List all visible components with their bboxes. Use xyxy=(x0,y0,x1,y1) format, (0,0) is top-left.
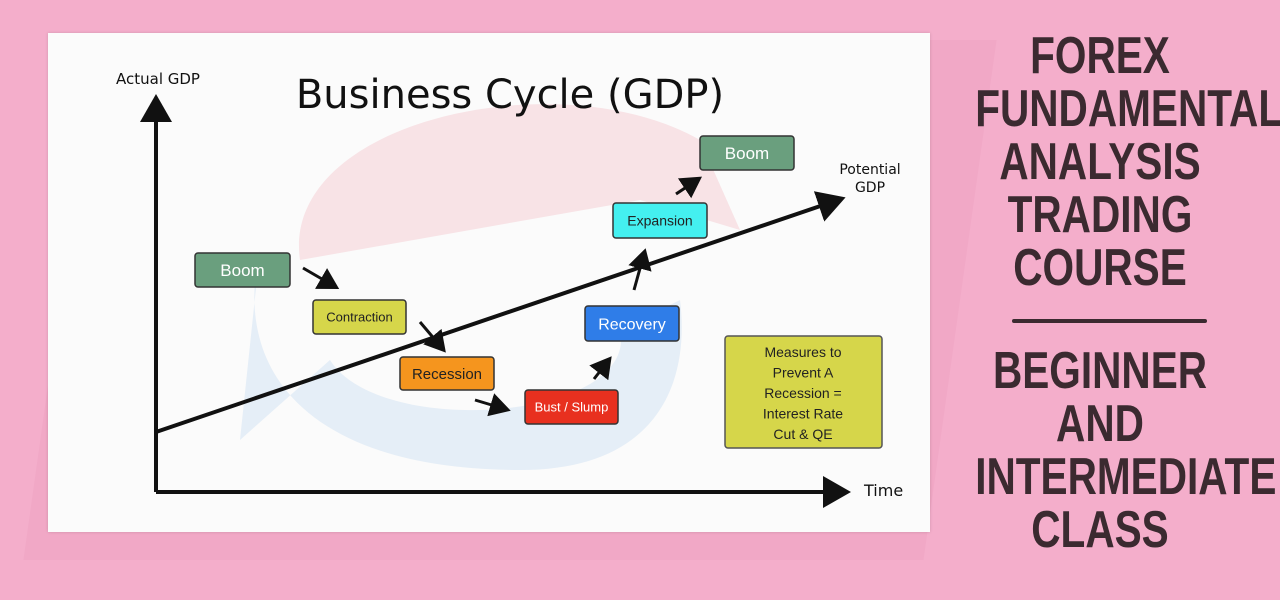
y-axis-label: Actual GDP xyxy=(116,70,200,88)
stage-box-bust-slump: Bust / Slump xyxy=(524,389,619,425)
flow-arrow xyxy=(589,356,612,381)
course-title-line: COURSE xyxy=(1013,239,1187,297)
stage-box-recession: Recession xyxy=(399,356,495,391)
flow-arrow xyxy=(418,321,446,353)
stage-label: Boom xyxy=(220,261,264,280)
stage-label: Contraction xyxy=(326,310,392,325)
flow-arrow xyxy=(474,393,511,417)
title-divider xyxy=(1012,319,1207,323)
stage-label: Recovery xyxy=(598,316,666,333)
course-subtitle-line: BEGINNER xyxy=(992,342,1208,400)
note-line: Cut & QE xyxy=(773,426,832,442)
flow-arrows xyxy=(302,176,702,417)
stage-label: Expansion xyxy=(627,213,692,229)
note-line: Measures to xyxy=(764,344,841,360)
course-subtitle-line: INTERMEDIATE xyxy=(975,448,1277,506)
stage-label: Boom xyxy=(725,144,769,163)
stage-box-boom: Boom xyxy=(699,135,795,171)
faint-cycle-arrow-red xyxy=(298,104,740,260)
stage-box-boom: Boom xyxy=(194,252,291,288)
note-line: Interest Rate xyxy=(763,406,843,422)
diagram-title: Business Cycle (GDP) xyxy=(296,72,724,118)
flow-arrow xyxy=(302,266,340,290)
potential-gdp-label-line1: Potential xyxy=(839,162,900,178)
business-cycle-diagram: Business Cycle (GDP) Actual GDP Time Pot… xyxy=(48,33,930,532)
course-subtitle-line: CLASS xyxy=(1031,501,1169,559)
flow-arrow xyxy=(675,176,702,199)
course-title-line: TRADING xyxy=(1007,186,1193,244)
course-title-line: FOREX xyxy=(1030,27,1170,85)
note-line: Recession = xyxy=(764,385,841,401)
stage-box-recovery: Recovery xyxy=(584,305,680,342)
potential-gdp-trend-line xyxy=(155,191,846,434)
course-subtitle: BEGINNER AND INTERMEDIATE CLASS xyxy=(940,342,1277,559)
stage-label: Recession xyxy=(412,366,482,383)
course-title-line: ANALYSIS xyxy=(999,133,1201,191)
stage-box-contraction: Contraction xyxy=(312,299,407,335)
diagram-canvas: Business Cycle (GDP) Actual GDP Time Pot… xyxy=(116,70,903,508)
course-title-line: FUNDAMENTAL xyxy=(975,80,1280,138)
note-box: Measures to Prevent A Recession = Interest … xyxy=(724,335,883,449)
x-axis-label: Time xyxy=(863,481,903,500)
note-line: Prevent A xyxy=(773,365,834,381)
stage-label: Bust / Slump xyxy=(535,400,609,415)
potential-gdp-label-line2: GDP xyxy=(855,180,885,196)
course-title: FOREX FUNDAMENTAL ANALYSIS TRADING COURS… xyxy=(940,27,1280,297)
stage-box-expansion: Expansion xyxy=(612,202,708,239)
course-subtitle-line: AND xyxy=(1056,395,1144,453)
flow-arrow xyxy=(628,248,652,291)
